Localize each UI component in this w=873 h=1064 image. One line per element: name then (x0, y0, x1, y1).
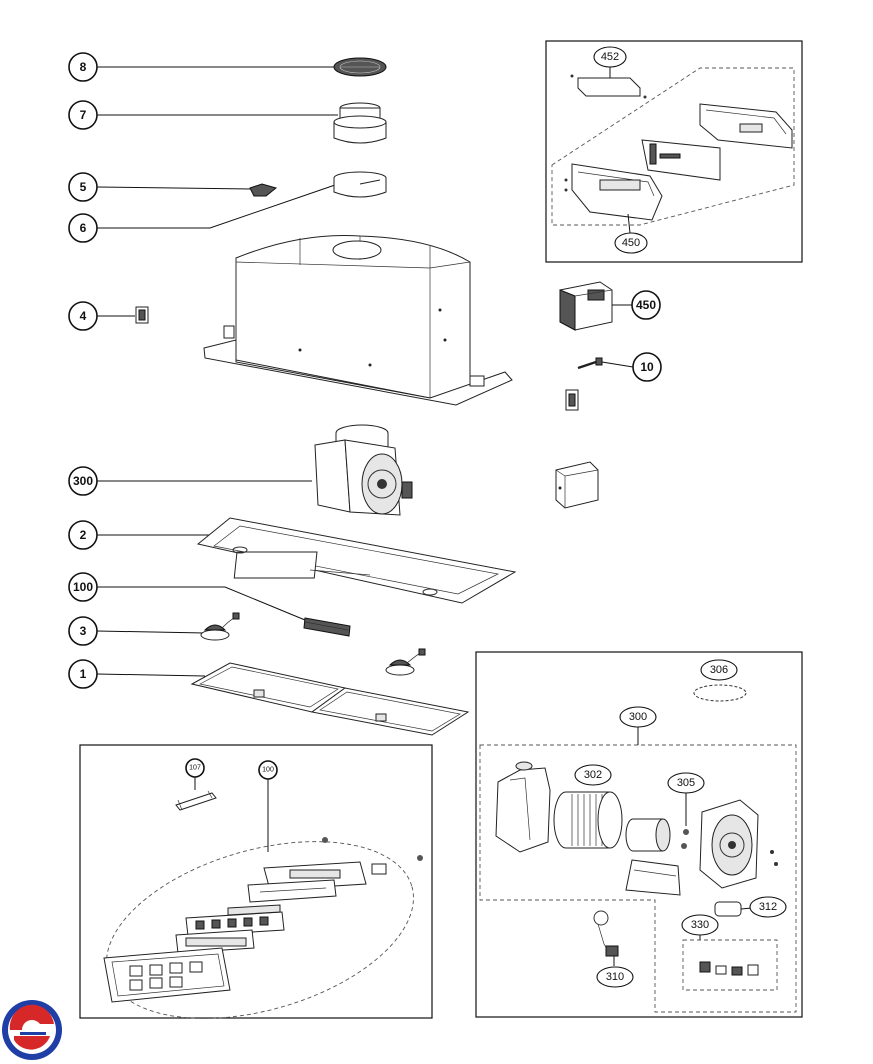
bracket-107-part (175, 790, 217, 811)
callout-8[interactable]: 8 (68, 52, 335, 82)
svg-text:8: 8 (80, 60, 87, 74)
brand-logo (2, 1000, 62, 1060)
duct-adapter-part (333, 102, 387, 144)
lamp-part-left (200, 612, 240, 641)
control-pcb-part (641, 139, 721, 181)
screw-part (322, 837, 328, 843)
callout-100[interactable]: 100 (68, 572, 306, 621)
switch-part (565, 389, 579, 411)
svg-text:3: 3 (80, 624, 87, 638)
fan-wheel-302-part (553, 791, 623, 849)
collar-ring-part (333, 171, 387, 198)
gasket-306-part (693, 684, 747, 702)
svg-text:7: 7 (80, 108, 87, 122)
svg-text:302: 302 (584, 769, 602, 781)
callout-452[interactable]: 452 (593, 46, 627, 78)
svg-text:300: 300 (629, 711, 647, 723)
control-board-buttons-part (185, 904, 285, 937)
svg-text:330: 330 (691, 919, 709, 931)
screw-part (417, 855, 423, 861)
control-frame-part (564, 163, 663, 221)
svg-text:5: 5 (80, 180, 87, 194)
callout-6[interactable]: 6 (68, 184, 336, 243)
callout-450[interactable]: 450 (612, 290, 661, 320)
svg-text:107: 107 (189, 765, 201, 772)
electronic-module-450-part (559, 281, 613, 331)
clip-part (249, 183, 278, 197)
terminal-parts-group (682, 939, 778, 991)
terminal-330-parts (699, 961, 759, 976)
bracket-part (135, 306, 149, 324)
screw-305-part (681, 843, 687, 849)
callout-box-100[interactable]: 100 (258, 760, 278, 852)
svg-text:310: 310 (606, 971, 624, 983)
thermal-fuse-310-part (593, 910, 619, 957)
transformer-part (555, 461, 599, 509)
svg-text:450: 450 (622, 237, 640, 249)
svg-text:452: 452 (601, 51, 619, 63)
control-board-strip-part (247, 879, 337, 903)
base-panel-part (196, 517, 517, 604)
blower-housing-right-part (699, 799, 778, 889)
callout-4[interactable]: 4 (68, 301, 135, 331)
callout-3[interactable]: 3 (68, 616, 206, 646)
svg-text:6: 6 (80, 221, 87, 235)
svg-text:10: 10 (640, 360, 654, 374)
callout-2[interactable]: 2 (68, 520, 222, 550)
round-grille-part (333, 57, 387, 77)
svg-text:1: 1 (80, 667, 87, 681)
control-housing-part (699, 103, 793, 149)
svg-text:100: 100 (262, 767, 274, 774)
callout-310[interactable]: 310 (596, 956, 634, 988)
svg-text:306: 306 (710, 664, 728, 676)
callout-7[interactable]: 7 (68, 100, 338, 130)
svg-text:312: 312 (759, 901, 777, 913)
blower-assembly-part (314, 424, 413, 516)
control-module-part (303, 617, 351, 637)
svg-text:305: 305 (677, 777, 695, 789)
callout-box-300[interactable]: 300 (619, 706, 657, 745)
screw-305-part (683, 829, 689, 835)
blower-housing-left-part (495, 761, 551, 853)
control-board-base-part (103, 947, 231, 1003)
hood-housing-part (203, 235, 513, 406)
callout-300[interactable]: 300 (68, 466, 312, 496)
callout-10[interactable]: 10 (601, 352, 662, 382)
svg-text:2: 2 (80, 528, 87, 542)
callout-330[interactable]: 330 (681, 914, 719, 940)
motor-part (625, 818, 671, 852)
svg-text:4: 4 (80, 309, 87, 323)
svg-text:450: 450 (636, 298, 656, 312)
svg-text:100: 100 (73, 580, 93, 594)
wire-part (577, 357, 603, 370)
svg-text:300: 300 (73, 474, 93, 488)
detail-box-blower (475, 651, 803, 1018)
callout-306[interactable]: 306 (700, 659, 738, 681)
grease-filter-part (190, 662, 470, 736)
capacitor-part (714, 901, 742, 917)
motor-shield-part (625, 859, 681, 896)
callout-5[interactable]: 5 (68, 172, 253, 202)
lamp-part-right (385, 648, 426, 676)
control-cover-part (570, 74, 647, 99)
callout-107[interactable]: 107 (185, 758, 205, 790)
callout-312[interactable]: 312 (740, 896, 787, 918)
callout-302[interactable]: 302 (574, 764, 612, 786)
callout-box-450[interactable]: 450 (614, 213, 648, 254)
control-board-keypad-part (175, 929, 255, 954)
callout-1[interactable]: 1 (68, 659, 206, 689)
detail-box-controls (545, 40, 803, 263)
callout-305[interactable]: 305 (667, 772, 705, 826)
detail-box-control-board (79, 744, 433, 1019)
